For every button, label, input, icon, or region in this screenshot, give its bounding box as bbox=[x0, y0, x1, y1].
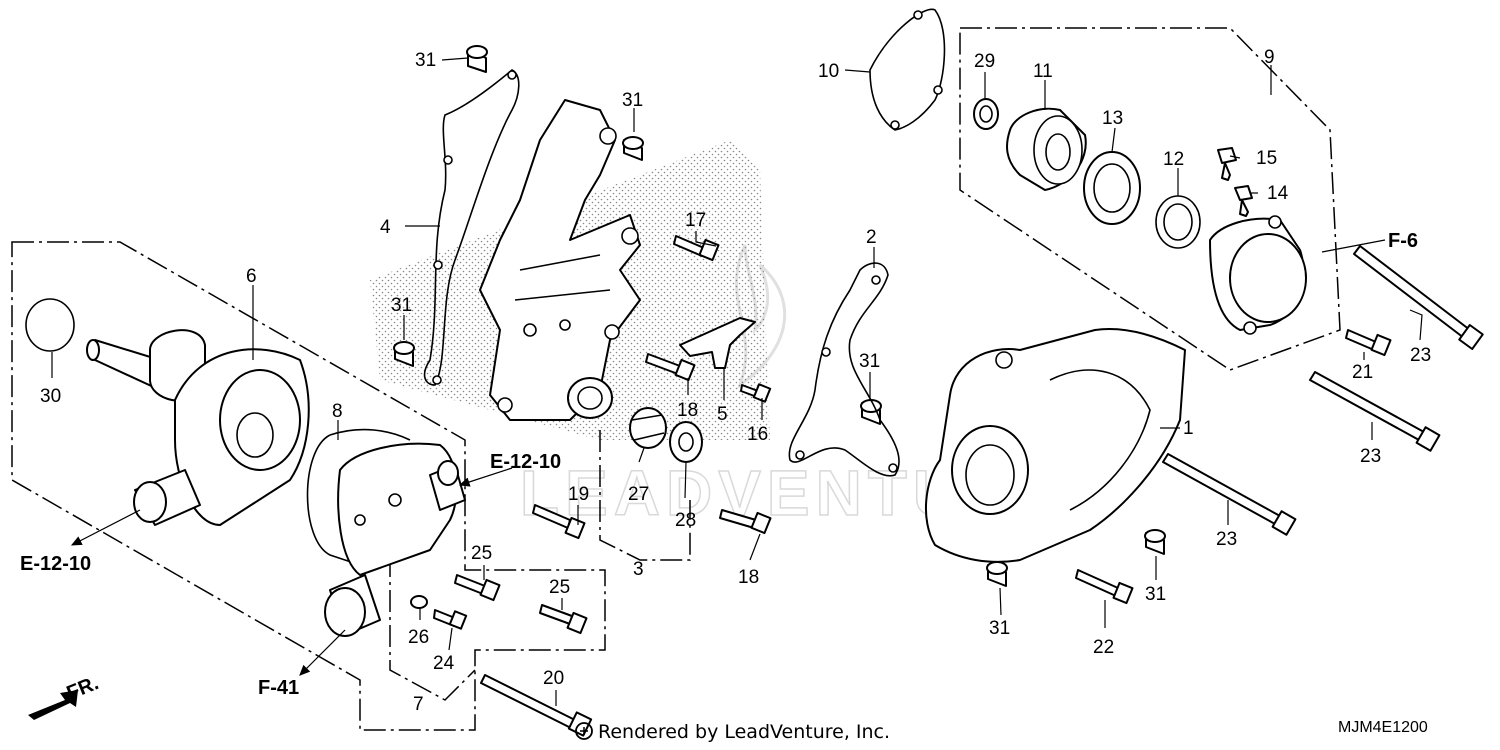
cover-1 bbox=[924, 328, 1186, 563]
callout-18a: 18 bbox=[677, 400, 698, 421]
gasket-4 bbox=[423, 69, 520, 386]
section-references: E-12-10 E-12-10 F-6 F-41 bbox=[20, 230, 1418, 699]
callout-25b: 25 bbox=[549, 577, 570, 598]
front-label: FR. bbox=[64, 672, 102, 704]
callout-23a: 23 bbox=[1410, 345, 1431, 366]
callout-14: 14 bbox=[1267, 183, 1289, 204]
callout-31f: 31 bbox=[1145, 584, 1166, 605]
pump-cover bbox=[306, 428, 466, 637]
pump-assembly-6 bbox=[25, 298, 310, 526]
long-bolts bbox=[480, 245, 1484, 737]
rendered-by-text: Rendered by LeadVenture, Inc. bbox=[598, 721, 890, 743]
callouts: 1 2 3 4 5 6 7 8 9 10 11 12 13 14 15 16 1… bbox=[40, 47, 1431, 715]
callout-31e: 31 bbox=[989, 618, 1010, 639]
bracket-5 bbox=[679, 317, 756, 369]
callout-31a: 31 bbox=[415, 50, 436, 71]
central-housing bbox=[479, 99, 641, 421]
gasket-2 bbox=[788, 262, 900, 477]
callout-31b: 31 bbox=[622, 90, 643, 111]
seal-assembly-9 bbox=[869, 8, 1307, 335]
callout-16: 16 bbox=[747, 424, 768, 445]
ref-e-12-10-left: E-12-10 bbox=[20, 553, 91, 575]
callout-25a: 25 bbox=[471, 543, 492, 564]
assembly-frames bbox=[11, 27, 1341, 731]
footer: Rendered by LeadVenture, Inc. MJM4E1200 bbox=[575, 719, 1428, 743]
callout-1: 1 bbox=[1183, 418, 1194, 439]
callout-19: 19 bbox=[568, 484, 589, 505]
diagram-code: MJM4E1200 bbox=[1338, 719, 1428, 736]
callout-22: 22 bbox=[1093, 637, 1114, 658]
callout-26: 26 bbox=[408, 627, 429, 648]
callout-20: 20 bbox=[543, 668, 564, 689]
callout-31d: 31 bbox=[859, 351, 880, 372]
dowel-pins bbox=[393, 45, 1166, 587]
callout-31c: 31 bbox=[391, 295, 412, 316]
ref-e-12-10-top: E-12-10 bbox=[490, 451, 561, 473]
callout-23c: 23 bbox=[1216, 529, 1237, 550]
leadventure-logo-icon bbox=[575, 722, 593, 740]
callout-6: 6 bbox=[246, 266, 257, 287]
callout-27: 27 bbox=[628, 484, 649, 505]
callout-2: 2 bbox=[866, 227, 877, 248]
ref-f-41: F-41 bbox=[258, 677, 299, 699]
bearings-center bbox=[629, 407, 703, 463]
callout-9: 9 bbox=[1264, 47, 1275, 68]
callout-23b: 23 bbox=[1360, 446, 1381, 467]
callout-15: 15 bbox=[1256, 148, 1277, 169]
callout-12: 12 bbox=[1163, 149, 1184, 170]
bolts-center bbox=[410, 235, 772, 635]
callout-30: 30 bbox=[40, 386, 61, 407]
leader-lines bbox=[51, 57, 1423, 706]
callout-17: 17 bbox=[685, 210, 706, 231]
ref-f-6: F-6 bbox=[1388, 230, 1418, 252]
callout-21: 21 bbox=[1352, 362, 1373, 383]
callout-7: 7 bbox=[413, 694, 424, 715]
callout-3: 3 bbox=[633, 559, 644, 580]
callout-5: 5 bbox=[717, 404, 728, 425]
callout-18b: 18 bbox=[738, 567, 759, 588]
callout-10: 10 bbox=[818, 61, 839, 82]
callout-11: 11 bbox=[1033, 61, 1053, 82]
callout-28: 28 bbox=[675, 510, 696, 531]
callout-8: 8 bbox=[332, 401, 343, 422]
callout-24: 24 bbox=[433, 653, 455, 674]
callout-29: 29 bbox=[974, 51, 995, 72]
callout-13: 13 bbox=[1102, 108, 1123, 129]
callout-4: 4 bbox=[380, 217, 391, 238]
front-direction-arrow: FR. bbox=[28, 672, 102, 720]
